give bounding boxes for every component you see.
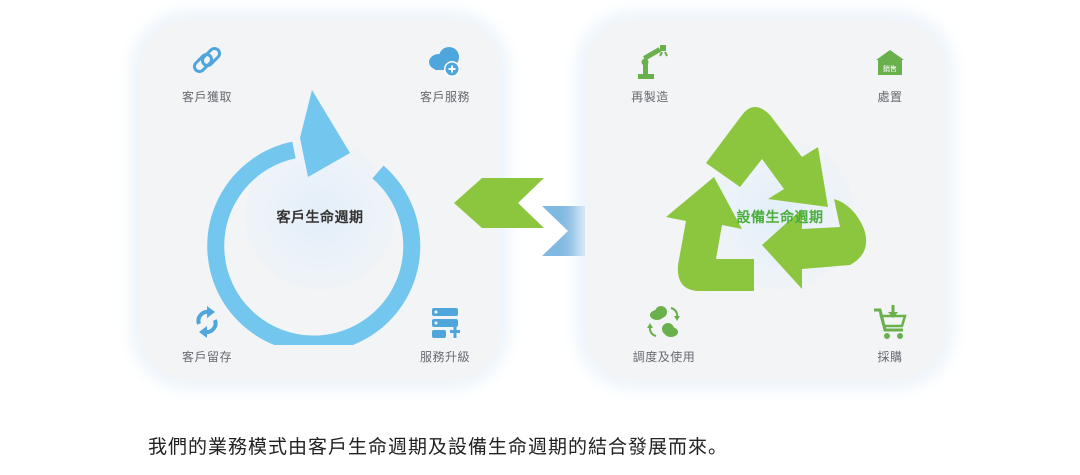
robot-arm-icon <box>638 45 668 79</box>
remanufacture-label: 再製造 <box>631 90 669 104</box>
customer-service-item: 客戶服務 <box>390 42 500 105</box>
cloud-sync-icon <box>647 306 680 337</box>
dispatch-and-use-item: 調度及使用 <box>609 302 719 365</box>
procurement-item: 採購 <box>835 302 945 365</box>
remanufacture-item: 再製造 <box>595 42 705 105</box>
customer-acquisition-label: 客戶獲取 <box>181 90 232 104</box>
sale-text: 銷售 <box>883 64 897 73</box>
link-icon <box>192 46 222 74</box>
shopping-cart-icon <box>874 305 907 339</box>
disposal-label: 處置 <box>877 90 903 104</box>
customer-lifecycle-panel: 客戶生命週期 客戶獲取 客戶服務 客戶留存 <box>140 20 500 380</box>
service-upgrade-label: 服務升級 <box>419 350 470 364</box>
customer-lifecycle-label: 客戶生命週期 <box>276 210 364 226</box>
refresh-arrows-icon <box>196 306 218 338</box>
disposal-item: 銷售 處置 <box>835 42 945 105</box>
customer-acquisition-item: 客戶獲取 <box>152 42 262 105</box>
business-model-caption: 我們的業務模式由客戶生命週期及設備生命週期的結合發展而來。 <box>148 436 729 458</box>
cloud-plus-icon <box>429 47 460 77</box>
equipment-lifecycle-panel: 設備生命週期 再製造 銷售 處置 調度及使用 <box>585 20 945 380</box>
customer-retention-label: 客戶留存 <box>181 350 232 364</box>
green-recycle-arrows <box>666 107 867 291</box>
dispatch-and-use-label: 調度及使用 <box>632 350 696 364</box>
green-left-arrow <box>454 178 544 228</box>
customer-retention-item: 客戶留存 <box>152 302 262 365</box>
sale-house-icon: 銷售 <box>876 50 904 75</box>
service-upgrade-item: 服務升級 <box>390 302 500 365</box>
blue-cycle-arrow <box>207 90 421 345</box>
server-settings-icon <box>432 308 460 338</box>
procurement-label: 採購 <box>877 350 903 364</box>
customer-service-label: 客戶服務 <box>419 90 470 104</box>
equipment-lifecycle-label: 設備生命週期 <box>736 210 824 226</box>
